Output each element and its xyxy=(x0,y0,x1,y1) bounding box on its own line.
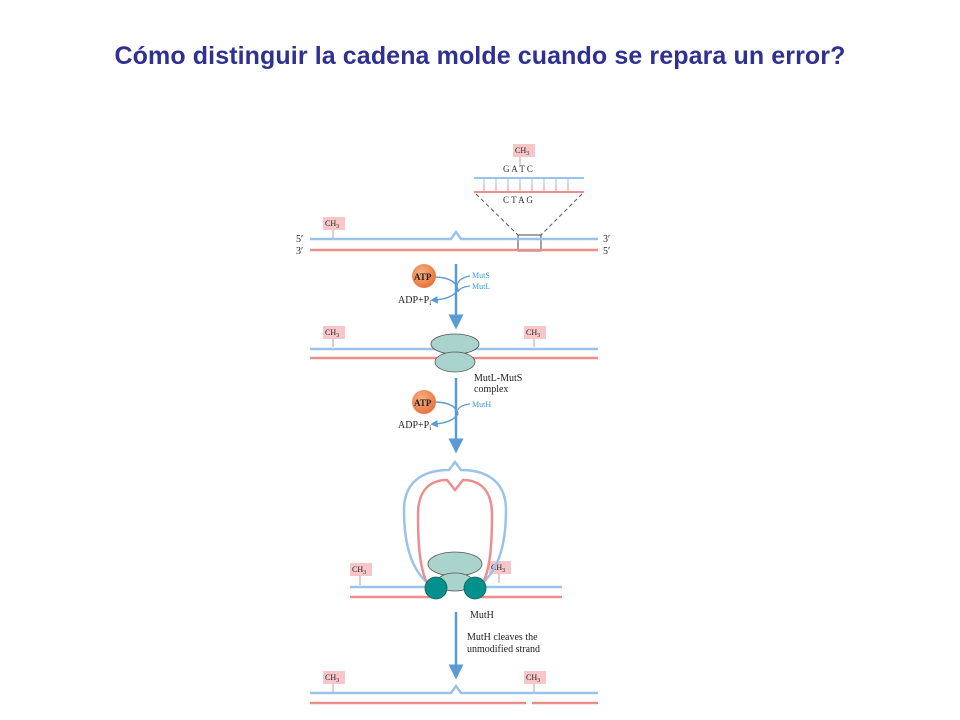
svg-text:CH3: CH3 xyxy=(352,565,366,576)
ch3-tag: CH3 xyxy=(323,217,345,238)
ch3-tag: CH3 xyxy=(524,326,546,347)
ch3-tag: CH3 xyxy=(323,671,345,692)
label-muth-cleaves: MutH cleaves the xyxy=(467,632,538,643)
ch3-tag: CH3 xyxy=(524,671,546,692)
mutl-protein xyxy=(434,351,476,373)
label-muth-small: MutH xyxy=(472,400,491,409)
dna-step4: CH3 CH3 xyxy=(310,671,598,705)
muth-protein xyxy=(463,576,487,600)
label-atp: ATP xyxy=(414,398,432,408)
svg-text:CH3: CH3 xyxy=(526,328,540,339)
muts-protein xyxy=(430,333,480,355)
label-unmodified-strand: unmodified strand xyxy=(467,644,540,655)
label-3prime-left: 3′ xyxy=(296,246,303,257)
page-title: Cómo distinguir la cadena molde cuando s… xyxy=(114,42,846,70)
label-adp-pi: ADP+Pi xyxy=(398,420,431,432)
muts-protein xyxy=(427,551,483,577)
label-muth: MutH xyxy=(470,610,494,621)
label-complex: complex xyxy=(474,384,508,395)
atp-icon xyxy=(412,390,436,414)
dna-step3-loop: CH3 CH3 MutH xyxy=(350,459,562,621)
svg-text:CH3: CH3 xyxy=(325,673,339,684)
label-atp: ATP xyxy=(414,272,432,282)
label-3prime-right: 3′ xyxy=(603,234,610,245)
muth-protein xyxy=(424,576,448,600)
label-mutl: MutL xyxy=(472,282,490,291)
svg-text:CH3: CH3 xyxy=(526,673,540,684)
label-5prime-left: 5′ xyxy=(296,234,303,245)
arrow-step3: MutH cleaves the unmodified strand xyxy=(448,612,540,680)
arrow-step1: ATP ADP+Pi MutS MutL xyxy=(398,264,490,330)
gatc-inset: CH3 G A T C C T A G xyxy=(474,144,584,252)
label-adp-pi: ADP+Pi xyxy=(398,295,431,307)
dna-step1: CH3 5′ 3′ 3′ 5′ xyxy=(296,217,610,257)
arrow-step2: ATP ADP+Pi MutH xyxy=(398,378,491,454)
atp-icon xyxy=(412,264,436,288)
svg-text:CH3: CH3 xyxy=(515,146,529,157)
label-muts: MutS xyxy=(472,271,490,280)
label-mutl-muts: MutL-MutS xyxy=(474,373,522,384)
dna-step2: CH3 CH3 MutL-MutS complex xyxy=(310,326,598,395)
svg-text:CH3: CH3 xyxy=(325,219,339,230)
ch3-tag: CH3 xyxy=(513,144,535,167)
seq-gatc: G A T C xyxy=(503,164,533,174)
label-5prime-right: 5′ xyxy=(603,246,610,257)
seq-ctag: C T A G xyxy=(503,195,533,205)
svg-text:CH3: CH3 xyxy=(325,328,339,339)
svg-text:CH3: CH3 xyxy=(491,563,505,574)
ch3-tag: CH3 xyxy=(489,561,511,583)
ch3-tag: CH3 xyxy=(350,563,372,585)
ch3-tag: CH3 xyxy=(323,326,345,347)
